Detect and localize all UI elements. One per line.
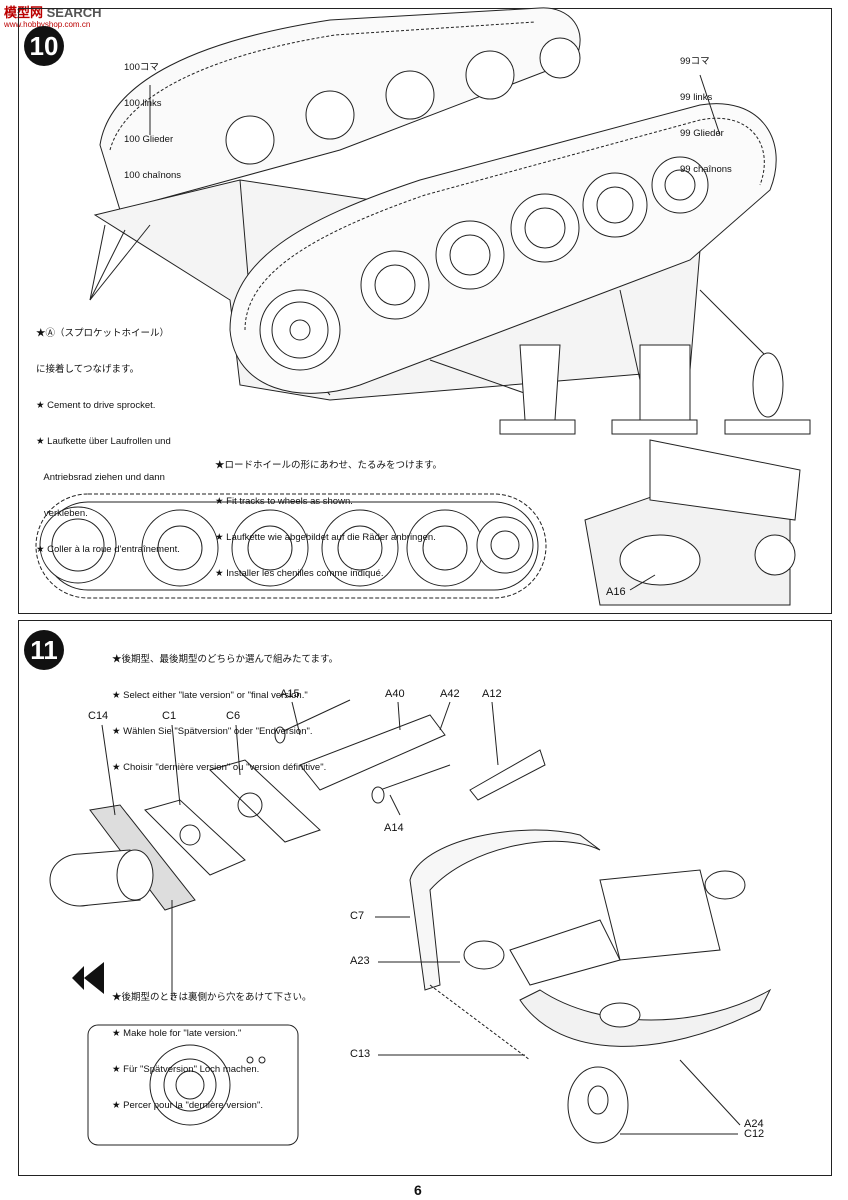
track-sag-note: ★ロードホイールの形にあわせ、たるみをつけます。 ★ Fit tracks to… [215, 436, 442, 592]
part-label-a23: A23 [350, 955, 370, 967]
part-label-a40: A40 [385, 688, 405, 700]
sprocket-note-de-2: Antriebsrad ziehen und dann [36, 472, 165, 483]
hole-note-de: ★ Für "Spätversion" Loch machen. [112, 1064, 260, 1075]
right-track-jp: 99コマ [680, 56, 710, 67]
part-label-a16: A16 [606, 586, 626, 598]
sprocket-cement-note: ★Ⓐ（スプロケットホイール） に接着してつなげます。 ★ Cement to d… [36, 304, 180, 568]
hole-note-en: ★ Make hole for "late version." [112, 1028, 242, 1039]
hole-note-jp: ★後期型のときは裏側から穴をあけて下さい。 [112, 992, 312, 1003]
left-track-jp: 100コマ [124, 62, 159, 73]
part-label-a24: A24 [744, 1118, 764, 1130]
select-note-fr: ★ Choisir "dernière version" ou "version… [112, 762, 327, 773]
right-track-links-note: 99コマ 99 links 99 Glieder 99 chaînons [680, 32, 732, 188]
step-11-panel [18, 620, 832, 1176]
part-label-c13: C13 [350, 1048, 371, 1060]
page-number: 6 [414, 1182, 422, 1198]
part-label-a42: A42 [440, 688, 460, 700]
part-label-c14: C14 [88, 710, 109, 722]
sprocket-note-en: ★ Cement to drive sprocket. [36, 400, 156, 411]
hole-note-fr: ★ Percer pour la "dernière version". [112, 1100, 263, 1111]
part-label-a14: A14 [384, 822, 404, 834]
hole-marker-icon [72, 962, 104, 994]
right-track-fr: 99 chaînons [680, 164, 732, 175]
part-label-c6: C6 [226, 710, 241, 722]
part-label-c12: C12 [744, 1128, 765, 1140]
part-label-c1: C1 [162, 710, 177, 722]
select-note-jp: ★後期型、最後期型のどちらか選んで組みたてます。 [112, 654, 339, 665]
sag-note-en: ★ Fit tracks to wheels as shown. [215, 496, 353, 507]
left-track-de: 100 Glieder [124, 134, 174, 145]
select-note-de: ★ Wählen Sie "Spätversion" oder "Endvers… [112, 726, 313, 737]
part-label-a12: A12 [482, 688, 502, 700]
sag-note-de: ★ Laufkette wie abgebildet auf die Räder… [215, 532, 436, 543]
hole-late-version-note: ★後期型のときは裏側から穴をあけて下さい。 ★ Make hole for "l… [112, 968, 312, 1124]
watermark-url: www.hobbyshop.com.cn [4, 20, 91, 29]
right-track-en: 99 links [680, 92, 713, 103]
sprocket-note-fr: ★ Coller à la roue d'entraînement. [36, 544, 180, 555]
sag-note-jp: ★ロードホイールの形にあわせ、たるみをつけます。 [215, 460, 443, 471]
step-10-panel [18, 8, 832, 614]
step-10-number: 10 [24, 26, 64, 66]
sprocket-note-jp-2: に接着してつなげます。 [36, 364, 140, 375]
sag-note-fr: ★ Installer les chenilles comme indiqué. [215, 568, 384, 579]
step-11-number: 11 [24, 630, 64, 670]
part-label-c7: C7 [350, 910, 365, 922]
sprocket-note-de-3: verkleben. [36, 508, 88, 519]
version-select-note: ★後期型、最後期型のどちらか選んで組みたてます。 ★ Select either… [112, 630, 338, 786]
select-note-en: ★ Select either "late version" or "final… [112, 690, 308, 701]
left-track-en: 100 links [124, 98, 162, 109]
part-label-a15: A15 [280, 688, 300, 700]
right-track-de: 99 Glieder [680, 128, 724, 139]
left-track-links-note: 100コマ 100 links 100 Glieder 100 chaînons [124, 38, 181, 194]
sprocket-note-de-1: ★ Laufkette über Laufrollen und [36, 436, 171, 447]
sprocket-note-jp-1: ★Ⓐ（スプロケットホイール） [36, 328, 170, 339]
left-track-fr: 100 chaînons [124, 170, 182, 181]
